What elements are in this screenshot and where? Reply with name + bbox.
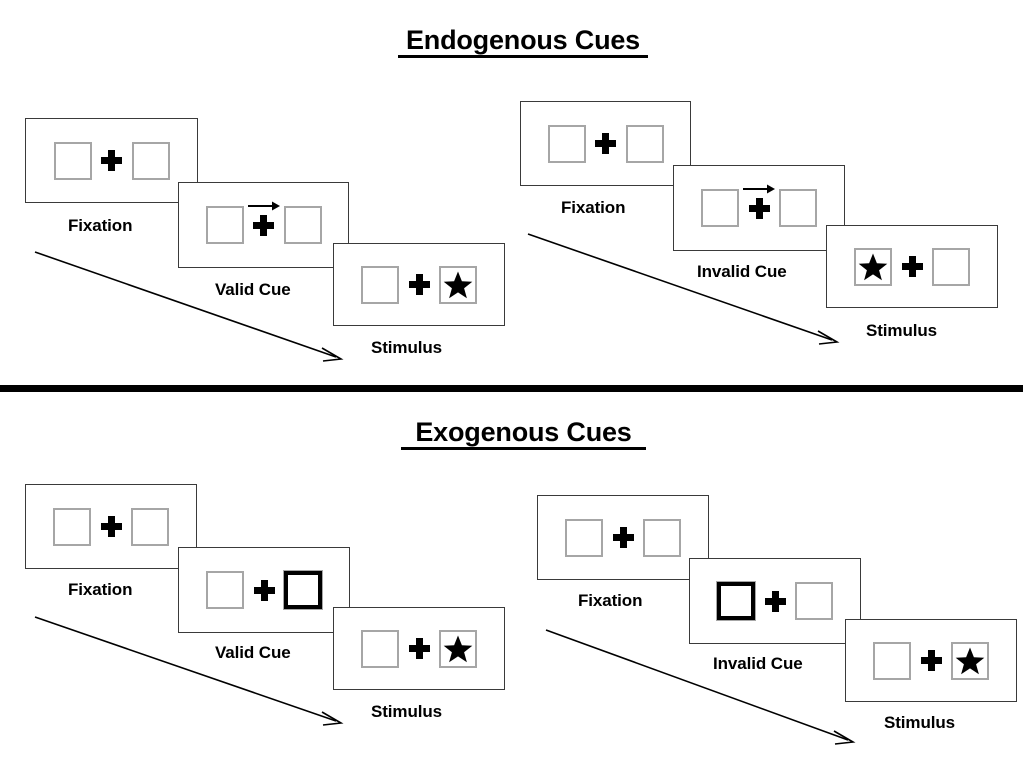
panel-content	[547, 121, 664, 167]
left-placeholder-box	[53, 507, 91, 546]
caption-endogenous-valid-cue: Valid Cue	[215, 280, 291, 299]
panel-exogenous-valid-fixation[interactable]	[25, 484, 197, 569]
right-placeholder-box	[932, 247, 970, 286]
panel-content	[205, 200, 322, 248]
plus-icon	[253, 579, 275, 601]
fixation-cross-wrap	[92, 138, 132, 184]
panel-content	[53, 504, 169, 550]
panel-content	[717, 578, 833, 624]
caption-exogenous-invalid-stimulus: Stimulus	[884, 713, 955, 732]
caption-endogenous-invalid-fixation: Fixation	[561, 198, 626, 217]
plus-icon	[920, 650, 942, 671]
caption-endogenous-invalid-cue: Invalid Cue	[697, 262, 787, 281]
left-placeholder-box	[873, 641, 911, 680]
arrow-right-icon	[247, 200, 281, 212]
left-target-box	[854, 247, 892, 286]
panel-exogenous-valid-cue[interactable]	[178, 547, 350, 633]
panel-endogenous-invalid-cue[interactable]	[673, 165, 845, 251]
fixation-cross-wrap	[755, 578, 795, 624]
fixation-cross-wrap	[91, 504, 131, 550]
section-divider	[0, 385, 1023, 392]
fixation-cross-wrap	[739, 183, 779, 231]
panel-endogenous-invalid-fixation[interactable]	[520, 101, 691, 186]
plus-icon	[764, 590, 786, 612]
plus-icon	[748, 197, 770, 219]
left-placeholder-box	[361, 629, 399, 668]
fixation-cross-wrap	[244, 200, 284, 248]
panel-exogenous-invalid-stimulus[interactable]	[845, 619, 1017, 702]
panel-exogenous-invalid-cue[interactable]	[689, 558, 861, 644]
fixation-cross-wrap	[399, 262, 439, 308]
caption-exogenous-valid-cue: Valid Cue	[215, 643, 291, 662]
panel-content	[206, 567, 322, 613]
plus-icon	[595, 133, 616, 154]
panel-endogenous-valid-cue[interactable]	[178, 182, 349, 268]
right-placeholder-box	[131, 507, 169, 546]
fixation-cross-wrap	[603, 515, 643, 561]
panel-content	[53, 138, 170, 184]
caption-exogenous-invalid-fixation: Fixation	[578, 591, 643, 610]
plus-icon	[612, 527, 634, 548]
right-target-box	[439, 265, 477, 304]
left-cued-box	[717, 582, 755, 620]
panel-content	[361, 262, 477, 308]
panel-exogenous-valid-stimulus[interactable]	[333, 607, 505, 690]
panel-content	[565, 515, 681, 561]
plus-icon	[901, 256, 923, 277]
fixation-cross-wrap	[911, 638, 951, 684]
right-target-box	[439, 629, 477, 668]
caption-endogenous-invalid-stimulus: Stimulus	[866, 321, 937, 340]
left-placeholder-box	[205, 206, 244, 244]
caption-endogenous-valid-fixation: Fixation	[68, 216, 133, 235]
fixation-cross-wrap	[399, 626, 439, 672]
caption-endogenous-valid-stimulus: Stimulus	[371, 338, 442, 357]
arrow-right-icon	[742, 183, 776, 195]
right-placeholder-box	[625, 124, 664, 163]
panel-content	[873, 638, 989, 684]
section-title-exogenous: Exogenous Cues	[401, 418, 646, 451]
plus-icon	[408, 638, 430, 659]
fixation-cross-wrap	[892, 244, 932, 290]
right-placeholder-box	[643, 518, 681, 557]
panel-content	[361, 626, 477, 672]
panel-content	[701, 183, 817, 231]
plus-icon	[100, 516, 122, 537]
right-cued-box	[284, 571, 322, 609]
caption-exogenous-invalid-cue: Invalid Cue	[713, 654, 803, 673]
plus-icon	[408, 274, 430, 295]
plus-icon	[253, 214, 274, 236]
right-placeholder-box	[779, 189, 817, 227]
right-placeholder-box	[283, 206, 322, 244]
right-target-box	[951, 641, 989, 680]
right-placeholder-box	[131, 141, 170, 180]
panel-endogenous-invalid-stimulus[interactable]	[826, 225, 998, 308]
star-icon	[443, 270, 473, 300]
left-placeholder-box	[547, 124, 586, 163]
panel-endogenous-valid-stimulus[interactable]	[333, 243, 505, 326]
right-placeholder-box	[795, 582, 833, 620]
left-placeholder-box	[361, 265, 399, 304]
panel-endogenous-valid-fixation[interactable]	[25, 118, 198, 203]
star-icon	[443, 634, 473, 664]
caption-exogenous-valid-stimulus: Stimulus	[371, 702, 442, 721]
star-icon	[955, 646, 985, 676]
panel-content	[854, 244, 970, 290]
caption-exogenous-valid-fixation: Fixation	[68, 580, 133, 599]
plus-icon	[101, 150, 122, 171]
fixation-cross-wrap	[586, 121, 626, 167]
fixation-cross-wrap	[244, 567, 284, 613]
panel-exogenous-invalid-fixation[interactable]	[537, 495, 709, 580]
star-icon	[858, 252, 888, 282]
left-placeholder-box	[53, 141, 92, 180]
section-title-endogenous: Endogenous Cues	[398, 26, 648, 59]
left-placeholder-box	[701, 189, 739, 227]
left-placeholder-box	[565, 518, 603, 557]
left-placeholder-box	[206, 571, 244, 609]
